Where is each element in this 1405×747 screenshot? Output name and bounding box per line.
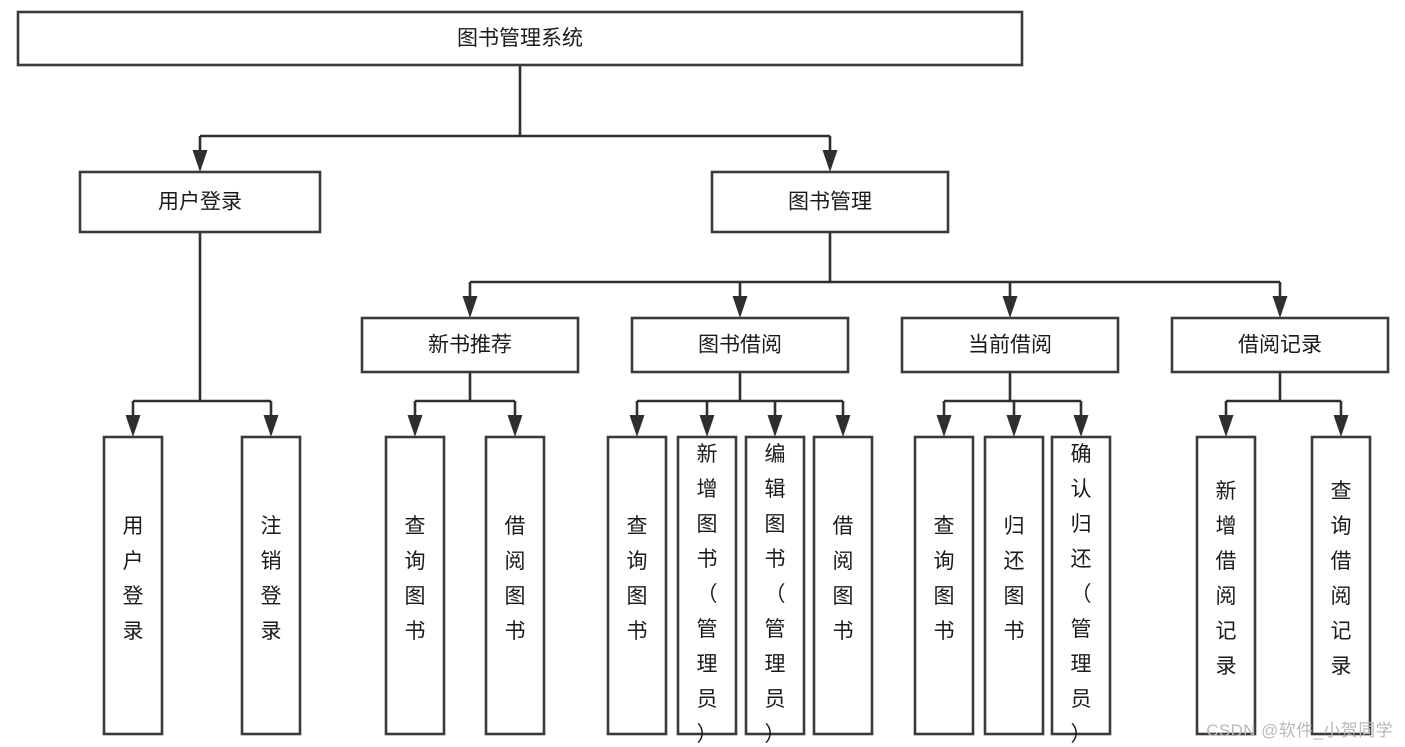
node-borrow-record[interactable]: 借阅记录 (1170, 316, 1390, 374)
node-leaf-user-login[interactable]: 用户登录 (102, 435, 164, 736)
arrow-head-icon (732, 296, 748, 318)
node-current-borrow[interactable]: 当前借阅 (900, 316, 1120, 374)
node-leaf-borrow-book-1[interactable]: 借阅图书 (484, 435, 546, 736)
node-label: 图书借阅 (698, 334, 782, 357)
arrow-head-icon (1006, 415, 1022, 437)
node-leaf-add-book-admin[interactable]: 新增图书（管理员） (676, 435, 738, 746)
node-label: 查询借阅记录 (1331, 480, 1352, 678)
node-label: 新增借阅记录 (1216, 480, 1237, 678)
node-label: 查询图书 (627, 515, 648, 643)
connector-group-book-management (462, 232, 1288, 318)
arrow-head-icon (1218, 415, 1234, 437)
arrow-head-icon (1002, 296, 1018, 318)
node-leaf-query-borrow-record[interactable]: 查询借阅记录 (1310, 435, 1372, 736)
node-label: 当前借阅 (968, 334, 1052, 357)
node-leaf-confirm-return-admin[interactable]: 确认归还（管理员） (1050, 435, 1112, 746)
node-box[interactable] (676, 435, 738, 736)
node-box[interactable] (78, 170, 322, 234)
node-user-login[interactable]: 用户登录 (78, 170, 322, 234)
arrow-head-icon (263, 415, 279, 437)
connector-group-current-borrow (936, 372, 1089, 437)
arrow-head-icon (936, 415, 952, 437)
node-label: 查询图书 (405, 515, 426, 643)
arrow-head-icon (629, 415, 645, 437)
node-label: 图书管理 (788, 191, 872, 214)
connector-group-new-book-recommend (407, 372, 523, 437)
arrow-head-icon (192, 150, 208, 172)
node-box[interactable] (360, 316, 580, 374)
node-box[interactable] (744, 435, 806, 736)
arrow-head-icon (462, 296, 478, 318)
node-book-management[interactable]: 图书管理 (710, 170, 950, 234)
node-label: 新书推荐 (428, 334, 512, 357)
node-label: 编辑图书（管理员） (765, 443, 786, 746)
node-root[interactable]: 图书管理系统 (16, 10, 1024, 67)
node-box[interactable] (1195, 435, 1257, 736)
node-leaf-add-borrow-record[interactable]: 新增借阅记录 (1195, 435, 1257, 736)
node-box[interactable] (1310, 435, 1372, 736)
node-box[interactable] (384, 435, 446, 736)
edges-layer (125, 65, 1349, 437)
arrow-head-icon (699, 415, 715, 437)
node-label: 借阅图书 (505, 515, 526, 643)
node-label: 查询图书 (934, 515, 955, 643)
node-box[interactable] (900, 316, 1120, 374)
arrow-head-icon (822, 150, 838, 172)
node-box[interactable] (812, 435, 874, 736)
node-box[interactable] (1050, 435, 1112, 736)
connector-group-user-login (125, 232, 279, 437)
node-box[interactable] (983, 435, 1045, 736)
node-box[interactable] (240, 435, 302, 736)
arrow-head-icon (1272, 296, 1288, 318)
node-leaf-return-book[interactable]: 归还图书 (983, 435, 1045, 736)
node-leaf-query-book-3[interactable]: 查询图书 (913, 435, 975, 736)
node-label: 新增图书（管理员） (697, 443, 718, 746)
node-leaf-borrow-book-2[interactable]: 借阅图书 (812, 435, 874, 736)
node-box[interactable] (606, 435, 668, 736)
arrow-head-icon (767, 415, 783, 437)
nodes-layer: 图书管理系统用户登录图书管理新书推荐图书借阅当前借阅借阅记录用户登录注销登录查询… (16, 10, 1390, 746)
node-new-book-recommend[interactable]: 新书推荐 (360, 316, 580, 374)
connector-group-borrow-record (1218, 372, 1349, 437)
node-leaf-logout-login[interactable]: 注销登录 (240, 435, 302, 736)
node-book-borrow[interactable]: 图书借阅 (630, 316, 850, 374)
node-box[interactable] (484, 435, 546, 736)
watermark-text: CSDN @软件_小贺同学 (1206, 721, 1393, 740)
connector-group-root (192, 65, 838, 172)
arrow-head-icon (507, 415, 523, 437)
node-label: 确认归还（管理员） (1071, 443, 1092, 746)
node-label: 借阅记录 (1238, 334, 1322, 357)
node-leaf-edit-book-admin[interactable]: 编辑图书（管理员） (744, 435, 806, 746)
node-label: 注销登录 (261, 515, 282, 643)
node-box[interactable] (102, 435, 164, 736)
node-box[interactable] (630, 316, 850, 374)
node-label: 用户登录 (123, 515, 144, 643)
connector-group-book-borrow (629, 372, 851, 437)
arrow-head-icon (1073, 415, 1089, 437)
node-box[interactable] (913, 435, 975, 736)
node-label: 图书管理系统 (457, 27, 583, 50)
node-label: 用户登录 (158, 191, 242, 214)
node-leaf-query-book-1[interactable]: 查询图书 (384, 435, 446, 736)
arrow-head-icon (125, 415, 141, 437)
arrow-head-icon (1333, 415, 1349, 437)
arrow-head-icon (835, 415, 851, 437)
node-box[interactable] (1170, 316, 1390, 374)
node-box[interactable] (710, 170, 950, 234)
node-box[interactable] (16, 10, 1024, 67)
node-leaf-query-book-2[interactable]: 查询图书 (606, 435, 668, 736)
arrow-head-icon (407, 415, 423, 437)
node-label: 借阅图书 (833, 515, 854, 643)
node-label: 归还图书 (1004, 515, 1025, 643)
